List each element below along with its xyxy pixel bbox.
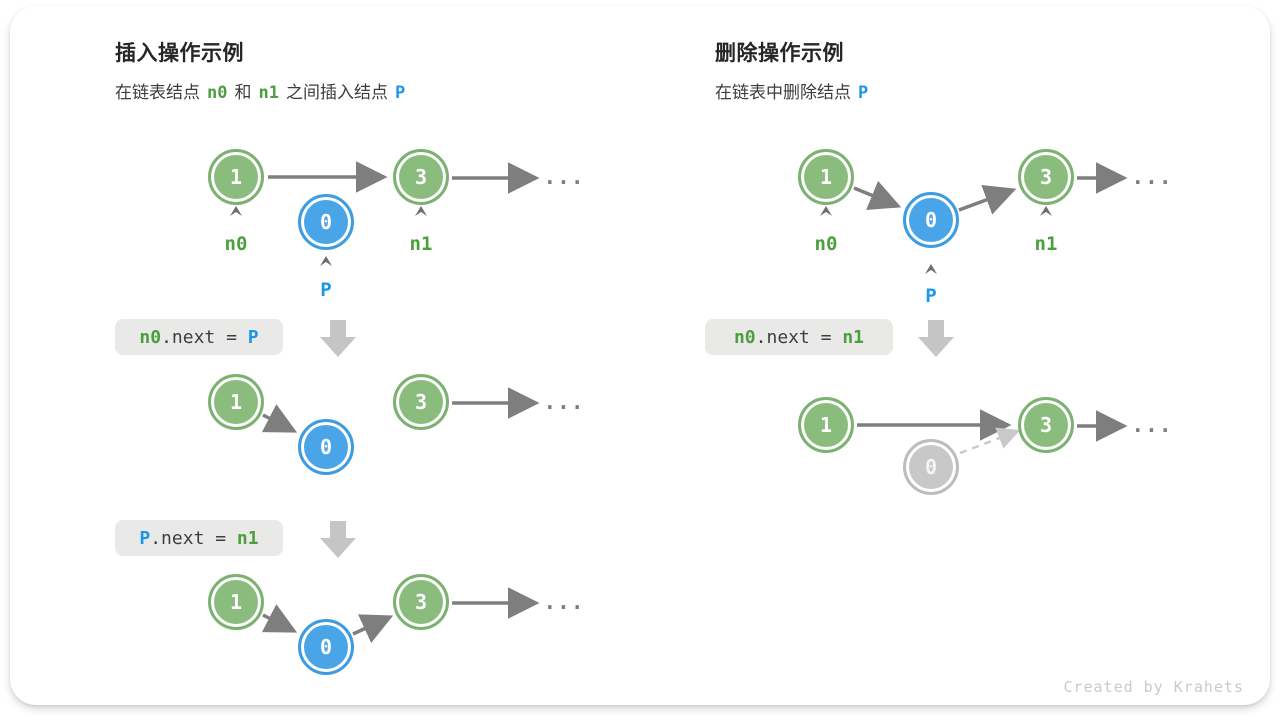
ellipsis: ...: [543, 390, 585, 414]
code-statement: n0.next = n1: [705, 319, 893, 355]
caret-up-icon: [925, 264, 937, 274]
token-n0: n0: [207, 83, 228, 103]
list-node-1: 1: [208, 374, 264, 430]
node-value: 1: [819, 165, 833, 189]
node-value: 3: [1039, 413, 1053, 437]
pointer-label-p: P: [925, 285, 937, 307]
ellipsis: ...: [543, 590, 585, 614]
list-node-p-removed: 0: [903, 439, 959, 495]
node-value: 1: [819, 413, 833, 437]
caret-up-icon: [320, 256, 332, 266]
pointer-label-n0: n0: [224, 233, 248, 255]
node-value: 3: [1039, 165, 1053, 189]
insert-panel-subtitle: 在链表结点 n0 和 n1 之间插入结点 P: [115, 78, 412, 103]
node-value: 0: [319, 635, 333, 659]
list-node-3: 3: [1018, 397, 1074, 453]
arrow-insert-r3-p-n1: [352, 614, 394, 644]
subtitle-text: 和: [234, 83, 252, 102]
down-arrow-icon: [320, 521, 356, 558]
ellipsis: ...: [1131, 413, 1173, 437]
code-lhs: P: [139, 527, 151, 549]
node-value: 0: [319, 210, 333, 234]
subtitle-text: 在链表中删除结点: [715, 83, 851, 102]
list-node-3: 3: [1018, 149, 1074, 205]
pointer-label-p: P: [320, 279, 332, 301]
remove-panel-title: 删除操作示例: [715, 42, 844, 65]
ellipsis: ...: [543, 165, 585, 189]
down-arrow-icon: [320, 320, 356, 357]
node-value: 3: [414, 590, 428, 614]
code-statement: n0.next = P: [115, 319, 283, 355]
down-arrow-icon: [918, 320, 954, 357]
caret-up-icon: [1040, 206, 1052, 216]
pointer-label-n0: n0: [814, 233, 838, 255]
node-value: 3: [414, 390, 428, 414]
code-mid: .next =: [755, 326, 843, 348]
code-mid: .next =: [161, 326, 248, 348]
credit-text: Created by Krahets: [1063, 678, 1244, 696]
code-rhs: P: [247, 326, 259, 348]
list-node-p: 0: [298, 419, 354, 475]
caret-up-icon: [415, 206, 427, 216]
list-node-1: 1: [798, 149, 854, 205]
list-node-p: 0: [298, 194, 354, 250]
caret-up-icon: [820, 206, 832, 216]
token-p: P: [394, 83, 406, 103]
node-value: 0: [319, 435, 333, 459]
list-node-3: 3: [393, 149, 449, 205]
insert-panel-title: 插入操作示例: [115, 42, 244, 65]
list-node-1: 1: [798, 397, 854, 453]
code-lhs: n0: [733, 326, 756, 348]
subtitle-text: 在链表结点: [115, 83, 200, 102]
list-node-3: 3: [393, 574, 449, 630]
pointer-label-n1: n1: [1034, 233, 1058, 255]
list-node-1: 1: [208, 149, 264, 205]
node-value: 1: [229, 165, 243, 189]
node-value: 1: [229, 590, 243, 614]
node-value: 0: [924, 455, 938, 479]
code-rhs: n1: [236, 527, 259, 549]
pointer-label-n1: n1: [409, 233, 433, 255]
arrow-remove-r2-p-n1-dashed: [959, 427, 1021, 455]
remove-panel-subtitle: 在链表中删除结点 P: [715, 78, 875, 103]
node-value: 3: [414, 165, 428, 189]
token-p: P: [858, 83, 869, 103]
code-rhs: n1: [842, 326, 865, 348]
node-value: 0: [924, 208, 938, 232]
list-node-p: 0: [298, 619, 354, 675]
node-value: 1: [229, 390, 243, 414]
ellipsis: ...: [1131, 165, 1173, 189]
code-mid: .next =: [150, 527, 237, 549]
code-statement: P.next = n1: [115, 520, 283, 556]
token-n1: n1: [258, 83, 279, 103]
arrow-insert-r2-n0-p: [261, 404, 298, 433]
arrow-remove-r1-n0-p: [853, 180, 902, 210]
list-node-3: 3: [393, 374, 449, 430]
list-node-p: 0: [903, 192, 959, 248]
arrow-insert-r3-n0-p: [261, 604, 298, 633]
list-node-1: 1: [208, 574, 264, 630]
arrow-remove-r1-p-n1: [958, 184, 1017, 215]
code-lhs: n0: [139, 326, 162, 348]
subtitle-text: 之间插入结点: [285, 83, 388, 102]
caret-up-icon: [230, 206, 242, 216]
